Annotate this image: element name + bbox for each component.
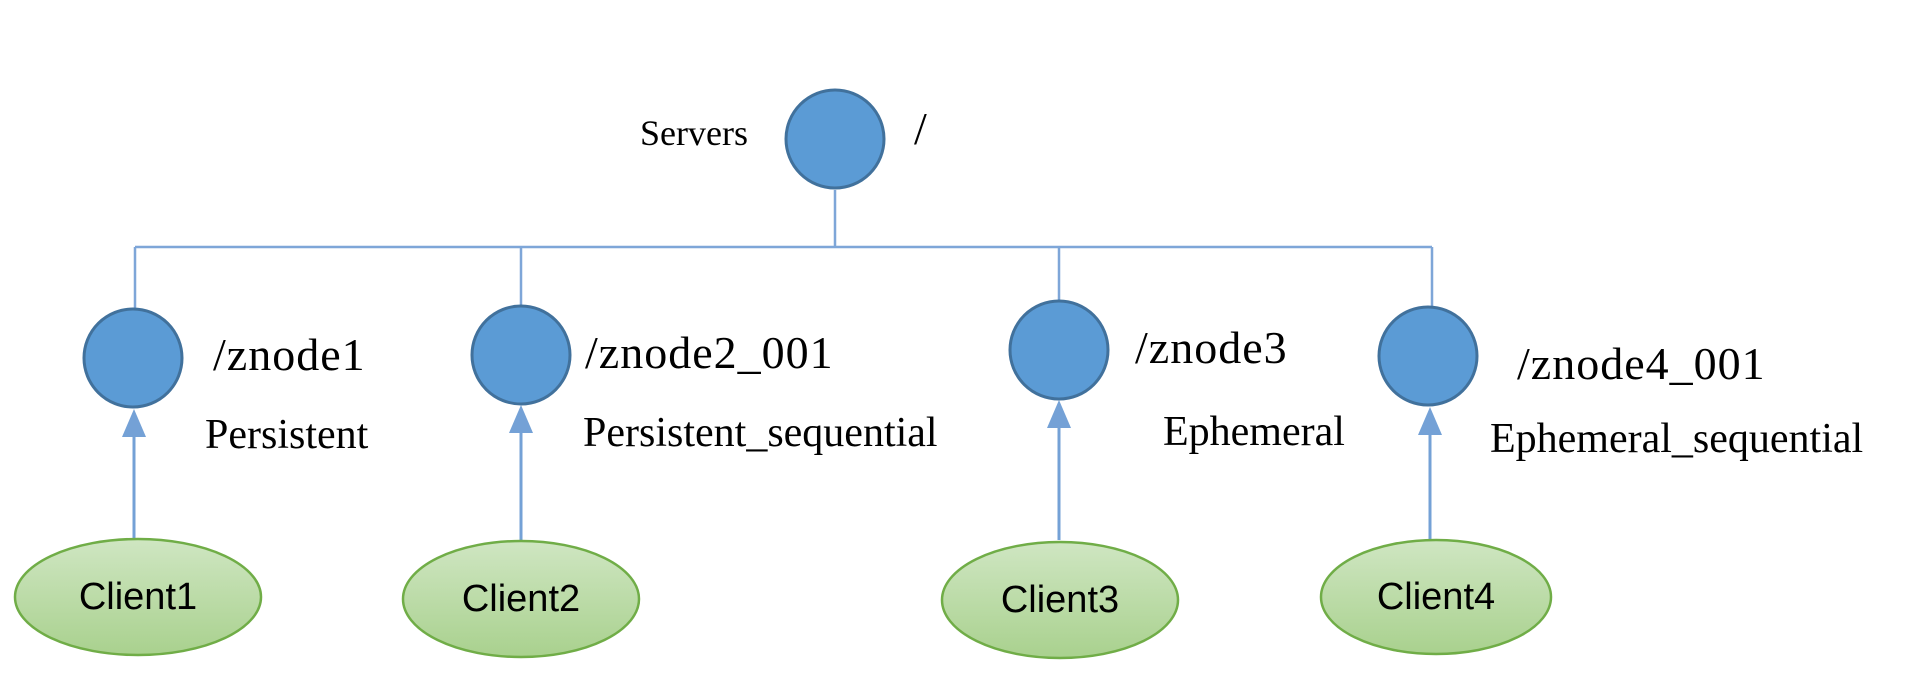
znode4-circle: [1377, 305, 1479, 407]
client4-arrow: [1418, 407, 1442, 540]
client3-ellipse: [940, 540, 1180, 660]
znode2-path-label: /znode2_001: [585, 327, 834, 378]
client1-label: Client1: [78, 576, 198, 618]
znode3-path-label: /znode3: [1135, 322, 1288, 373]
client3-arrow: [1047, 400, 1071, 540]
root-znode-circle: [784, 88, 886, 190]
client4-label: Client4: [1376, 576, 1496, 618]
tree-connector-lines: [133, 190, 1434, 310]
client1-arrow: [122, 409, 146, 540]
znode1-circle: [82, 307, 184, 409]
client2-ellipse: [401, 539, 641, 659]
znode4-type-label: Ephemeral_sequential: [1490, 416, 1864, 462]
client2-arrow: [509, 405, 533, 540]
znode1-type-label: Persistent: [205, 412, 369, 458]
znode2-type-label: Persistent_sequential: [583, 410, 938, 456]
znode3-type-label: Ephemeral: [1163, 409, 1345, 455]
root-path-label: /: [914, 103, 927, 154]
znode4-path-label: /znode4_001: [1517, 338, 1766, 389]
client1-ellipse: [13, 537, 263, 657]
client2-label: Client2: [461, 578, 581, 620]
client4-ellipse: [1319, 538, 1553, 656]
root-name-label: Servers: [640, 113, 748, 153]
client3-label: Client3: [1000, 579, 1120, 621]
znode2-circle: [470, 304, 572, 406]
znode3-circle: [1008, 299, 1110, 401]
znode1-path-label: /znode1: [213, 329, 366, 380]
